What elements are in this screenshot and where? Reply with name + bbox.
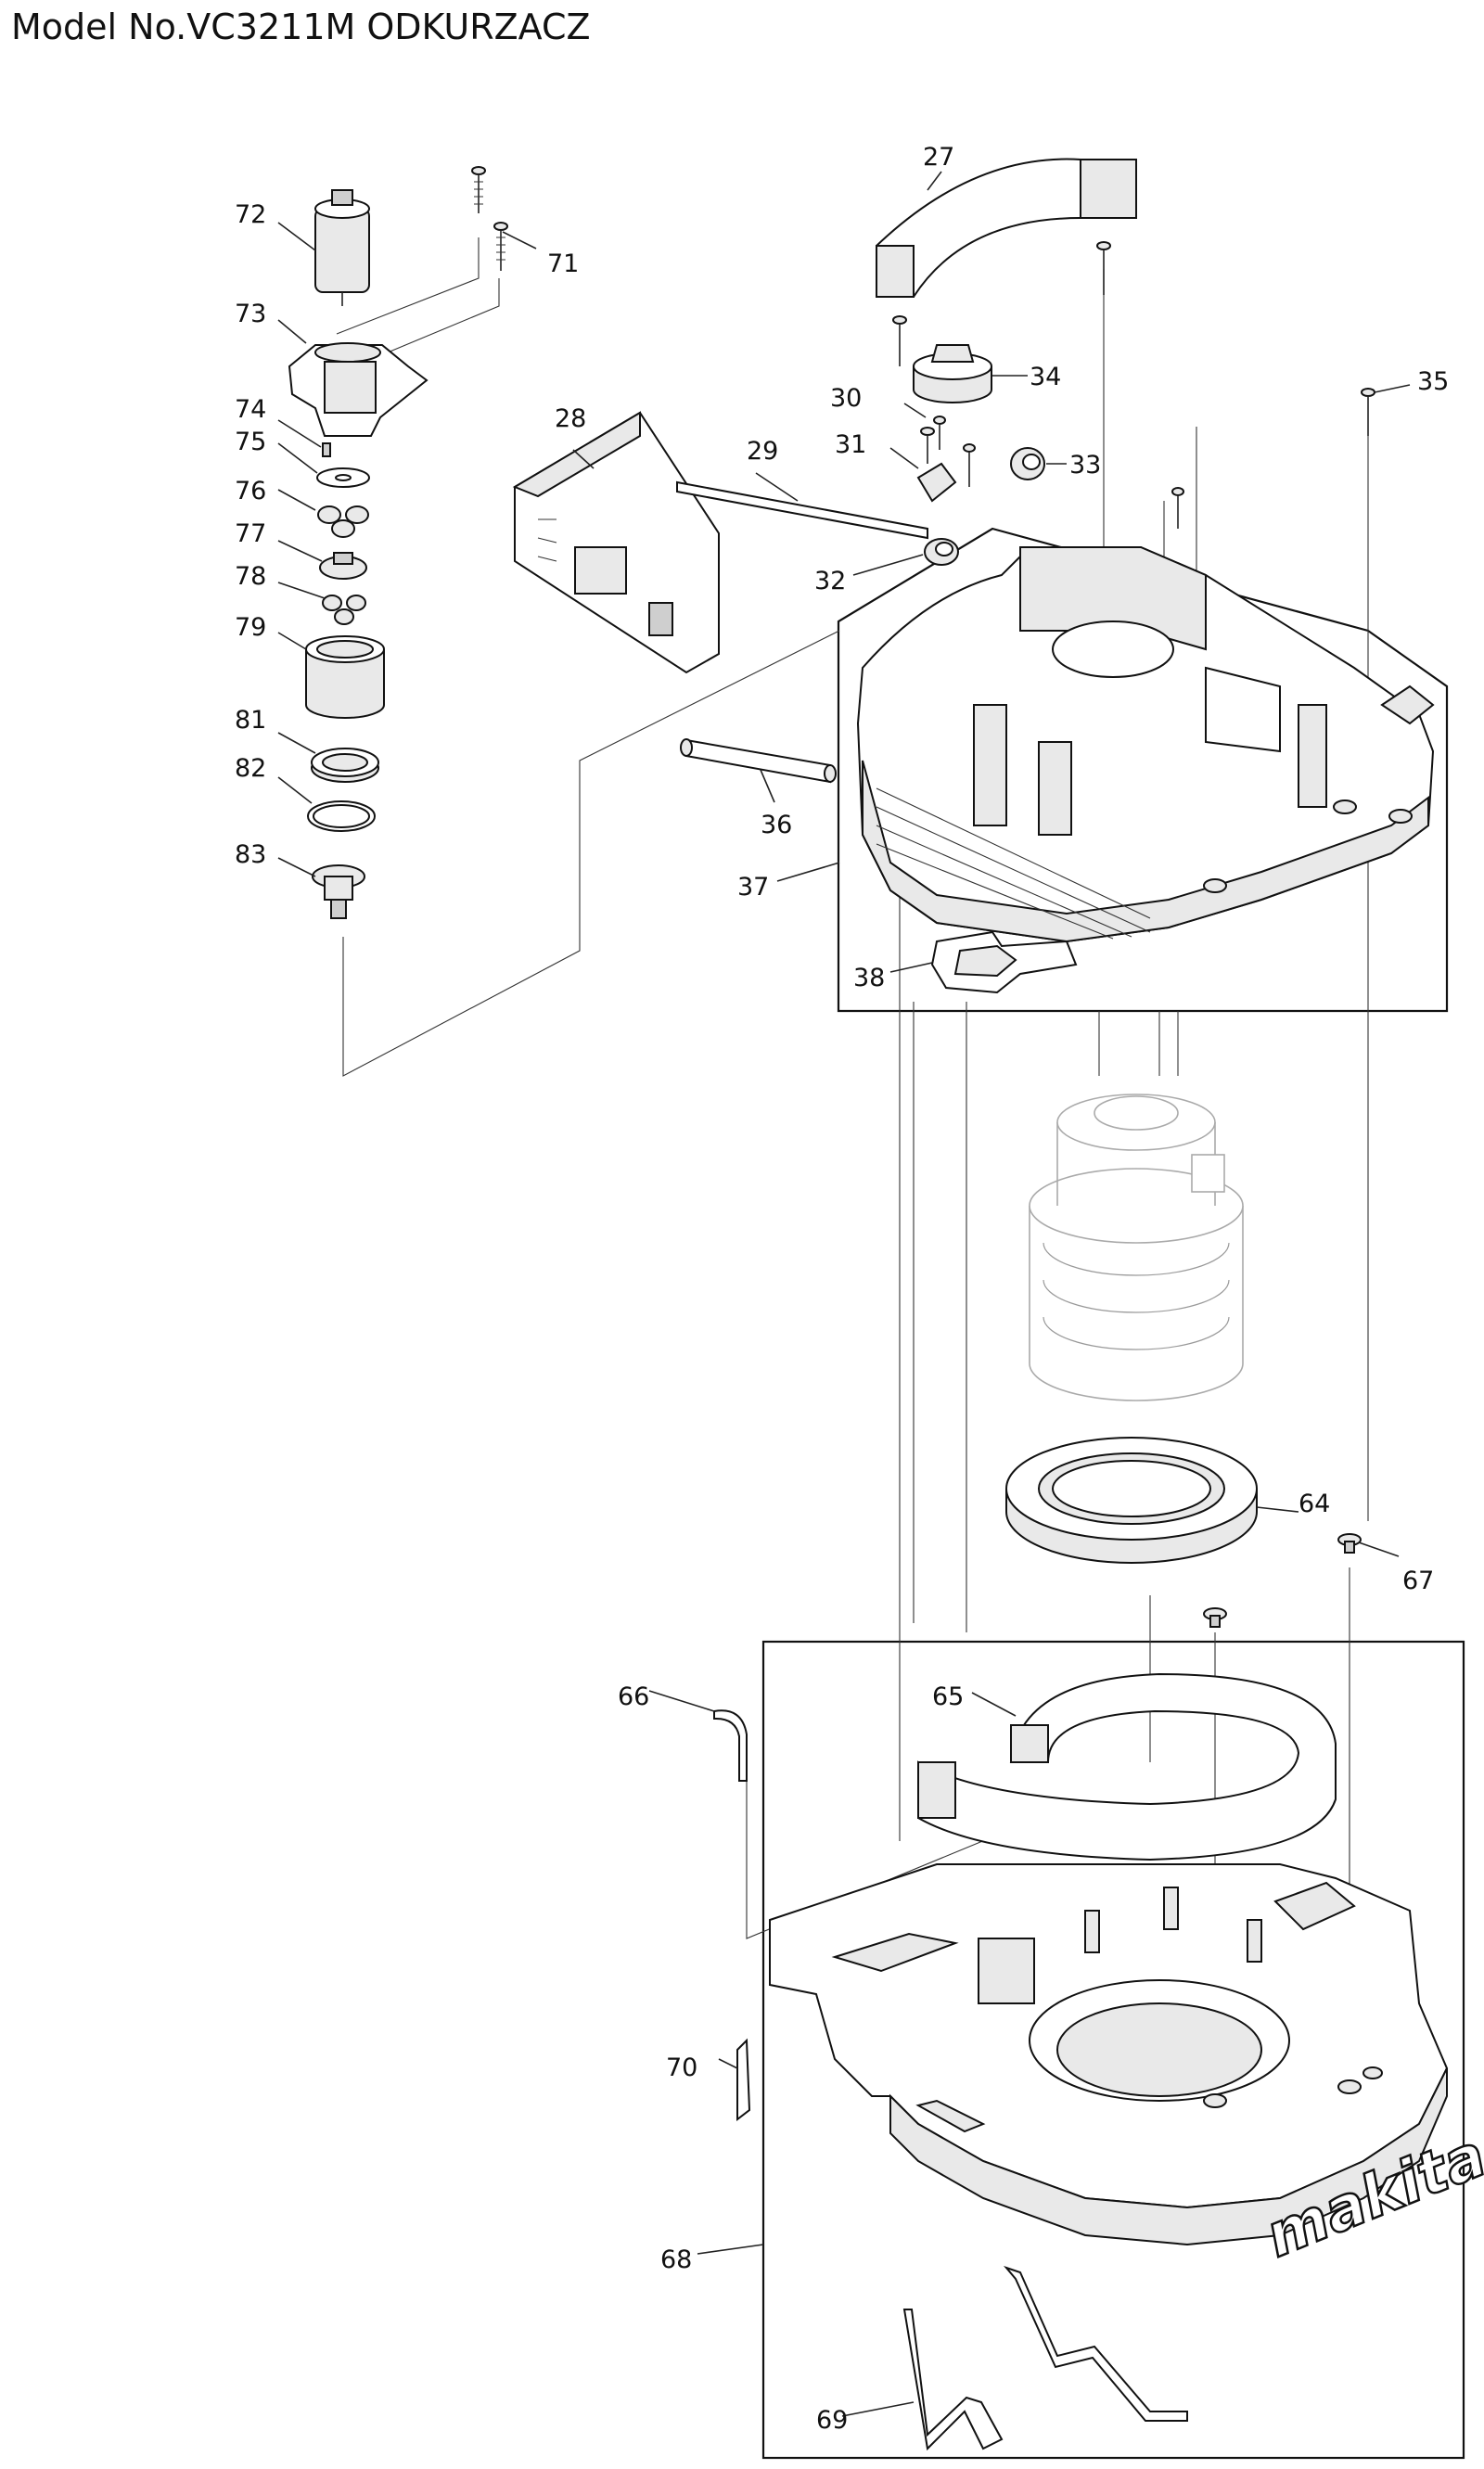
- part-labels: 27 28 29 30 31 32 33 34 35 36 37 38 64 6…: [235, 143, 1449, 2435]
- screw-71b: [493, 222, 508, 271]
- screw-37b: [933, 416, 946, 450]
- label-70: [736, 2038, 751, 2122]
- part-label-83: 83: [235, 840, 266, 869]
- part-label-37: 37: [737, 873, 769, 902]
- screw-35: [1361, 388, 1375, 436]
- part-label-71: 71: [547, 249, 579, 278]
- part-label-67: 67: [1402, 1567, 1434, 1595]
- part-label-77: 77: [235, 519, 266, 548]
- part-label-65: 65: [932, 1682, 964, 1711]
- carrier-77: [319, 552, 367, 580]
- ring-gear-79: [305, 635, 385, 719]
- part-label-38: 38: [853, 964, 885, 992]
- part-label-30: 30: [830, 384, 862, 413]
- small-motor-72: [314, 189, 370, 306]
- part-label-64: 64: [1298, 1490, 1330, 1518]
- upper-assembly-frame: [837, 527, 1449, 1013]
- gear-housing-73: [288, 342, 429, 437]
- screw-74: [322, 442, 331, 457]
- wire-29: [676, 480, 928, 540]
- lower-assembly-frame: [761, 1640, 1465, 2460]
- part-label-79: 79: [235, 613, 266, 642]
- grommet-33: [1010, 447, 1045, 480]
- screw-30: [920, 427, 935, 464]
- part-label-32: 32: [814, 567, 846, 595]
- part-label-81: 81: [235, 706, 266, 735]
- fan-motor-unit: [1029, 1094, 1244, 1401]
- part-label-74: 74: [235, 395, 266, 424]
- foam-pad-27: [876, 158, 1137, 298]
- part-label-78: 78: [235, 562, 266, 591]
- part-label-76: 76: [235, 477, 266, 505]
- grip-36: [680, 738, 837, 784]
- part-label-72: 72: [235, 200, 266, 229]
- plug-67: [1337, 1533, 1362, 1554]
- foam-ring-65: [917, 1672, 1337, 1861]
- planet-gears-78: [322, 595, 366, 625]
- part-label-75: 75: [235, 428, 266, 456]
- part-label-68: 68: [660, 2245, 692, 2274]
- part-label-69: 69: [816, 2406, 848, 2435]
- part-label-35: 35: [1417, 367, 1449, 396]
- clip-69a: [902, 2309, 1004, 2451]
- upper-housing-37: [856, 545, 1435, 943]
- grommet-32: [924, 538, 959, 566]
- washer-75: [316, 467, 370, 488]
- part-label-29: 29: [747, 437, 778, 466]
- gasket-ring-64: [1005, 1437, 1258, 1564]
- part-label-28: 28: [555, 404, 586, 433]
- base-housing-68: makita: [769, 1863, 1484, 2272]
- plug-67b: [1203, 1607, 1227, 1628]
- label-leaders: [277, 171, 1411, 2417]
- page-title: Model No.VC3211M ODKURZACZ: [11, 6, 591, 47]
- screw-37a: [1171, 487, 1184, 529]
- planet-gears-76: [317, 505, 369, 538]
- controller-28: [512, 411, 720, 674]
- o-ring-82: [307, 800, 376, 832]
- part-label-73: 73: [235, 300, 266, 328]
- part-label-33: 33: [1069, 451, 1101, 480]
- part-label-31: 31: [835, 430, 866, 459]
- gasket-38: [930, 930, 1078, 994]
- gear-motor-assembly: [288, 166, 508, 919]
- cap-34: [913, 344, 992, 403]
- part-label-27: 27: [923, 143, 954, 172]
- part-label-66: 66: [618, 1682, 649, 1711]
- screw-71a: [471, 166, 486, 213]
- part-label-70: 70: [666, 2053, 697, 2082]
- part-label-34: 34: [1030, 363, 1061, 391]
- part-label-82: 82: [235, 754, 266, 783]
- screw-27b: [1096, 241, 1111, 295]
- screw-31b: [963, 443, 976, 487]
- bearing-81: [311, 748, 379, 783]
- clip-69b: [1003, 2265, 1188, 2422]
- screw-27a: [892, 315, 907, 366]
- part-label-36: 36: [761, 811, 792, 839]
- bracket-31: [916, 462, 957, 503]
- spindle-83: [312, 864, 365, 919]
- tube-66: [713, 1709, 748, 1782]
